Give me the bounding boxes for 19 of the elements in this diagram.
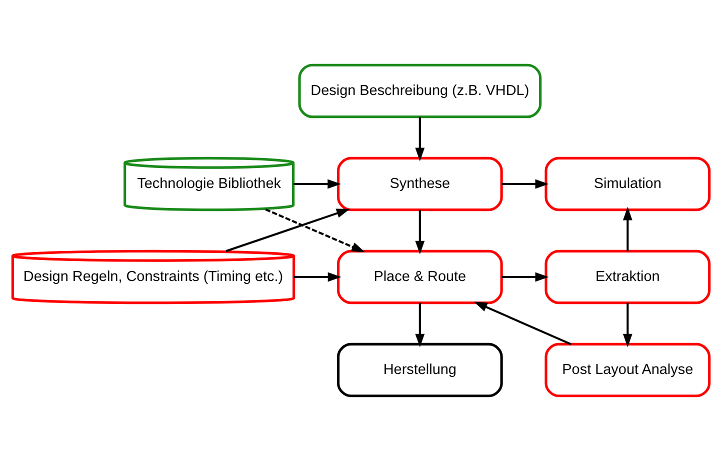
node-box: Herstellung [336, 342, 503, 398]
arrow [502, 272, 549, 282]
arrow [226, 208, 350, 252]
arrow [474, 302, 572, 346]
arrow [622, 206, 632, 252]
node-box: Simulation [544, 156, 711, 212]
arrow [622, 302, 632, 348]
arrow [294, 272, 342, 282]
arrow [265, 208, 366, 252]
node-box: Design Beschreibung (z.B. VHDL) [298, 64, 542, 118]
arrow [415, 302, 425, 348]
arrow [415, 210, 425, 254]
node-box: Place & Route [336, 250, 503, 304]
node-box: Extraktion [544, 250, 711, 304]
node-box: Synthese [336, 156, 503, 212]
arrow [294, 179, 342, 189]
arrow [415, 116, 425, 162]
node-box: Post Layout Analyse [544, 342, 711, 398]
arrow [502, 179, 549, 189]
